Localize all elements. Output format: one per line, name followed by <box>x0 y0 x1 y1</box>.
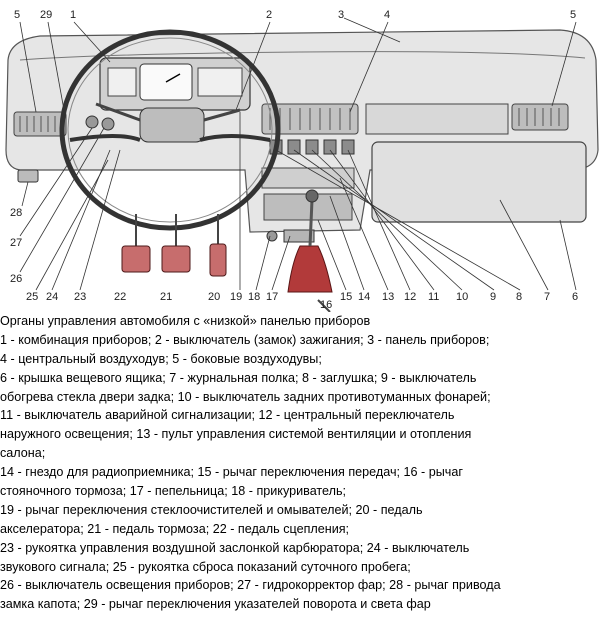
callout-16: 16 <box>320 299 332 311</box>
hood-release-lever <box>17 169 39 183</box>
callout-8: 8 <box>516 291 522 303</box>
wiper-stalk <box>203 108 241 122</box>
caption-line: звукового сигнала; 25 - рукоятка сброса … <box>0 559 411 574</box>
caption-line: 26 - выключатель освещения приборов; 27 … <box>0 578 501 593</box>
callout-6: 6 <box>572 291 578 303</box>
callout-3: 3 <box>338 9 344 21</box>
caption-line: 4 - центральный воздуходув; 5 - боковые … <box>0 351 322 366</box>
turn-signal-stalk <box>95 102 141 122</box>
caption-line: обогрева стекла двери задка; 10 - выключ… <box>0 389 491 404</box>
caption-line: 14 - гнездо для радиоприемника; 15 - рыч… <box>0 465 463 480</box>
cigarette-lighter <box>266 230 278 242</box>
caption-line: 1 - комбинация приборов; 2 - выключатель… <box>0 332 490 347</box>
callout-19: 19 <box>230 291 242 303</box>
left-side-vent <box>13 111 67 137</box>
steering-column <box>139 107 205 143</box>
callout-5-right: 5 <box>570 9 576 21</box>
switch-left-1 <box>85 115 99 129</box>
parking-brake-lever <box>317 299 331 312</box>
journal-shelf <box>365 103 509 135</box>
callout-9: 9 <box>490 291 496 303</box>
ashtray <box>283 229 315 243</box>
callout-12: 12 <box>404 291 416 303</box>
caption-line: 19 - рычаг переключения стеклоочистителе… <box>0 502 423 517</box>
dashboard-illustration: 5 29 1 2 3 4 5 28 27 26 25 24 23 22 21 2… <box>5 9 599 312</box>
callout-4: 4 <box>384 9 390 21</box>
callout-20: 20 <box>208 291 220 303</box>
switch-left-2 <box>101 117 115 131</box>
callout-23: 23 <box>74 291 86 303</box>
dashboard-top-edge <box>19 51 586 61</box>
caption-line: 6 - крышка вещевого ящика; 7 - журнальна… <box>0 370 477 385</box>
callout-10: 10 <box>456 291 468 303</box>
caption-line: наружного освещения; 13 - пульт управлен… <box>0 427 472 442</box>
steering-wheel <box>59 29 281 231</box>
callout-25: 25 <box>26 291 38 303</box>
gauge-right <box>197 67 243 97</box>
callout-27: 27 <box>10 237 22 249</box>
callout-17: 17 <box>266 291 278 303</box>
caption-line: салона; <box>0 446 46 461</box>
callout-29: 29 <box>40 9 52 21</box>
callout-22: 22 <box>114 291 126 303</box>
caption-line: 23 - рукоятка управления воздушной засло… <box>0 540 470 555</box>
caption-line: акселератора; 21 - педаль тормоза; 22 - … <box>0 521 350 536</box>
callout-21: 21 <box>160 291 172 303</box>
callout-13: 13 <box>382 291 394 303</box>
right-side-vent <box>511 103 569 131</box>
caption-line: 11 - выключатель аварийной сигнализации;… <box>0 408 455 423</box>
caption-title: Органы управления автомобиля с «низкой» … <box>0 314 371 328</box>
pedals <box>121 214 227 277</box>
callout-7: 7 <box>544 291 550 303</box>
callout-2: 2 <box>266 9 272 21</box>
caption-line: стояночного тормоза; 17 - пепельница; 18… <box>0 484 347 499</box>
glove-box-lid <box>371 141 587 223</box>
caption-line: замка капота; 29 - рычаг переключения ук… <box>0 597 431 612</box>
callout-24: 24 <box>46 291 58 303</box>
callout-26: 26 <box>10 273 22 285</box>
gauge-left <box>107 67 137 97</box>
callout-14: 14 <box>358 291 370 303</box>
callout-18: 18 <box>248 291 260 303</box>
figure-caption: Органы управления автомобиля с «низкой» … <box>0 312 600 640</box>
callout-11: 11 <box>428 291 439 303</box>
gear-lever-boot <box>287 245 333 293</box>
callout-15: 15 <box>340 291 352 303</box>
callout-28: 28 <box>10 207 22 219</box>
callout-1: 1 <box>70 9 76 21</box>
callout-5-left: 5 <box>14 9 20 21</box>
